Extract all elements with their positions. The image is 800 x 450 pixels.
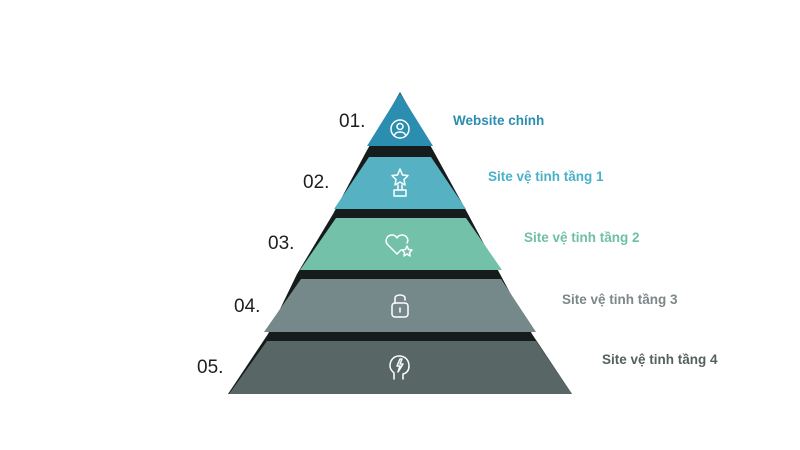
head-idea-icon [389, 355, 410, 380]
level-1-label: Website chính [453, 113, 544, 128]
level-5-label: Site vệ tinh tầng 4 [602, 352, 718, 367]
user-circle-icon [390, 119, 410, 139]
level-2-tier [334, 157, 466, 209]
level-3-label: Site vệ tinh tầng 2 [524, 230, 640, 245]
level-5-number: 05. [197, 357, 223, 378]
padlock-open-icon [391, 294, 409, 318]
level-4-tier [264, 279, 536, 332]
trophy-star-icon [391, 168, 409, 197]
level-3-number: 03. [268, 233, 294, 254]
pyramid-level-4 [264, 274, 536, 334]
pyramid-level-1 [366, 92, 434, 152]
pyramid-level-3 [297, 214, 502, 274]
level-2-number: 02. [303, 172, 329, 193]
pyramid-level-2 [333, 152, 468, 214]
heart-star-icon [385, 234, 413, 257]
level-1-number: 01. [339, 111, 365, 132]
level-2-label: Site vệ tinh tầng 1 [488, 169, 604, 184]
level-4-number: 04. [234, 296, 260, 317]
level-3-tier [300, 218, 502, 270]
pyramid-level-5 [228, 334, 572, 394]
level-4-label: Site vệ tinh tầng 3 [562, 292, 678, 307]
